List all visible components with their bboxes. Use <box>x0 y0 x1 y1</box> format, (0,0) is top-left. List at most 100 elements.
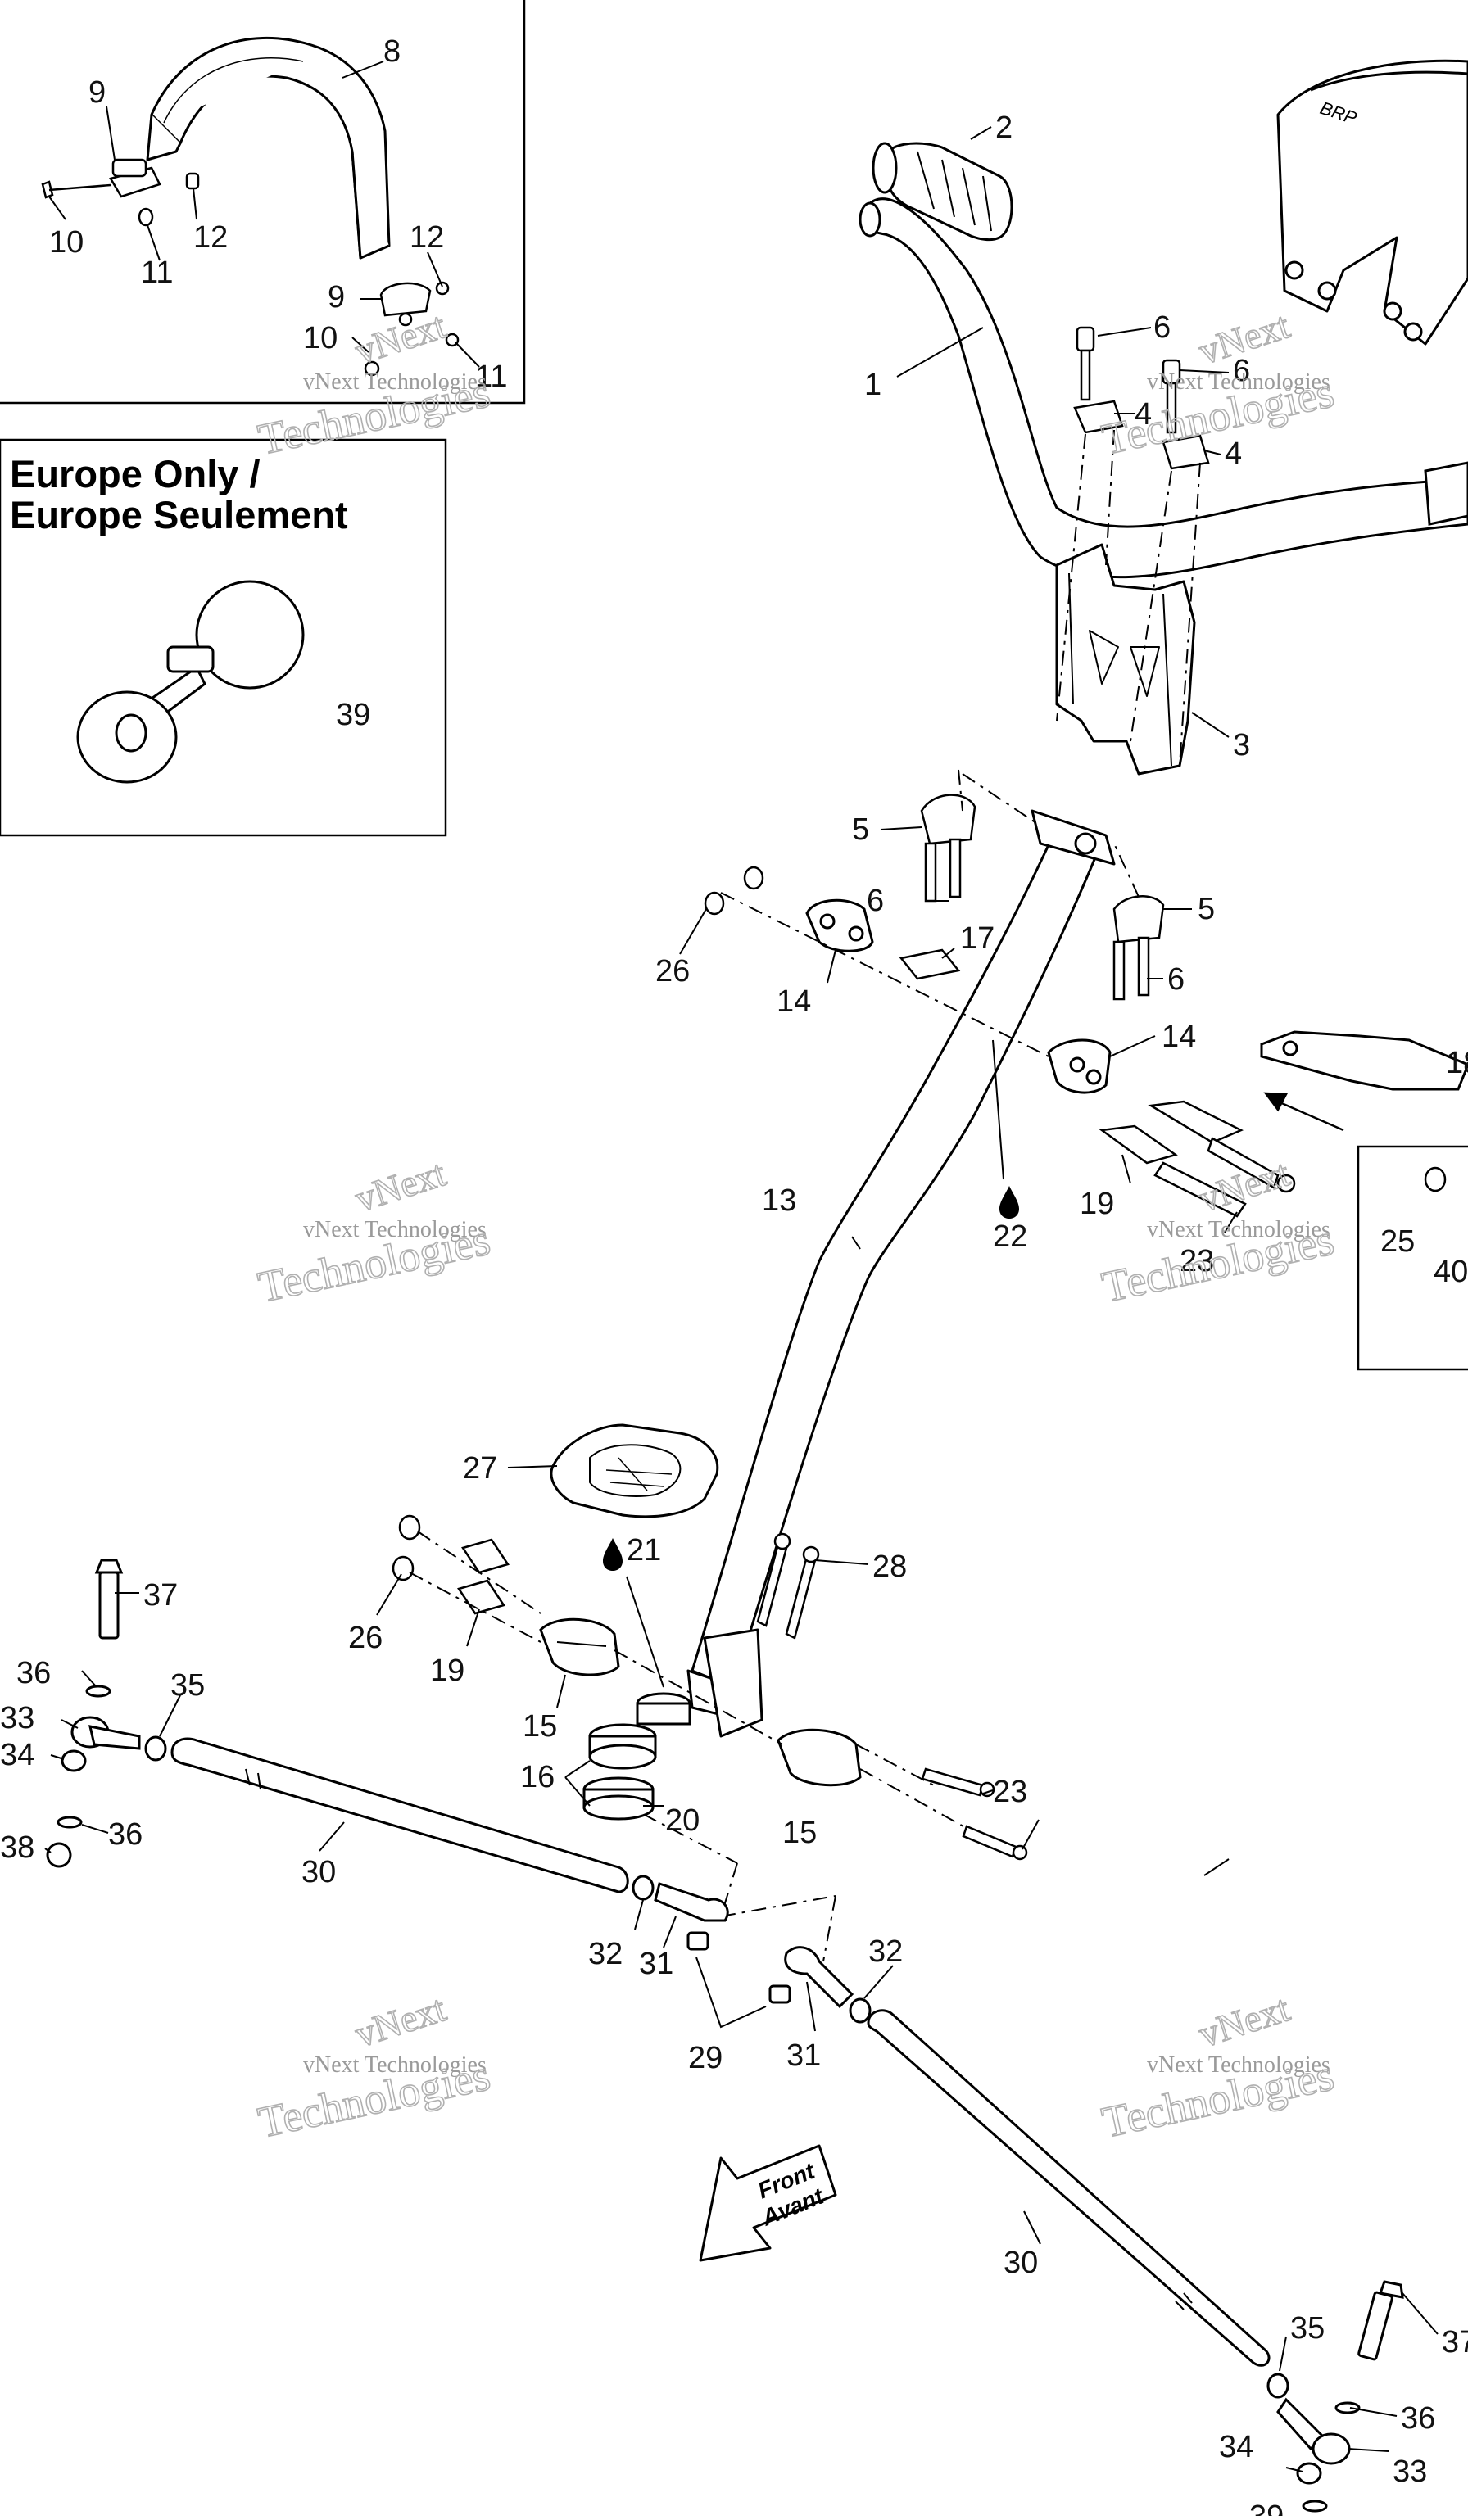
spacers-19-right <box>1099 1100 1247 1218</box>
oil-drop-icon <box>999 1186 1019 1219</box>
svg-text:vNext Technologies: vNext Technologies <box>303 369 487 395</box>
svg-text:vNext Technologies: vNext Technologies <box>303 2052 487 2078</box>
callout-label: 30 <box>301 1855 336 1889</box>
callout-label: 2 <box>995 111 1013 145</box>
grab-handle-part <box>146 36 391 260</box>
callout-label: 5 <box>852 812 869 847</box>
dash-lines-lower <box>409 1531 972 1962</box>
arrow-bracket <box>1263 1092 1344 1132</box>
callout-label: 39 <box>1249 2500 1284 2516</box>
svg-text:vNext: vNext <box>1194 1987 1294 2055</box>
callout-label: 14 <box>777 984 811 1019</box>
washer-11-upper <box>138 207 154 227</box>
watermark-3: vNext vNext Technologies Technologies <box>253 1151 495 1312</box>
callout-label: 32 <box>868 1934 903 1969</box>
riser-block-part <box>1055 543 1196 776</box>
horn-part <box>76 580 305 784</box>
callout-label: 4 <box>1225 437 1242 471</box>
front-arrow: Front Avant <box>699 2144 837 2262</box>
callout-labels: 8 9 10 11 12 12 9 10 11 39 2 1 6 6 4 4 1… <box>0 34 1468 2520</box>
callout-label: 30 <box>1004 2246 1038 2280</box>
callout-label: 35 <box>1290 2311 1325 2346</box>
inset-box-europe <box>0 438 447 837</box>
grip-part <box>872 142 1013 242</box>
callout-label: 15 <box>782 1816 817 1850</box>
tie-rod-end-right-part <box>1266 2280 1404 2513</box>
callout-label: 29 <box>688 2041 723 2075</box>
callout-label: 11 <box>141 256 173 290</box>
callout-label: 18 <box>1446 1046 1468 1080</box>
bracket-38-part <box>1260 1030 1468 1091</box>
steering-column-part <box>686 809 1116 1738</box>
ball-joint-31-left <box>632 1875 729 1951</box>
clamp-upper-part <box>109 158 161 198</box>
callout-label: 3 <box>1233 728 1250 762</box>
bolt-22-part <box>1207 1137 1296 1193</box>
callout-label: 19 <box>430 1654 464 1688</box>
callout-label: 26 <box>348 1621 383 1655</box>
clamp-lower-part <box>379 282 432 327</box>
tie-rod-right-part <box>867 2009 1271 2367</box>
cover-27-part <box>550 1423 719 1518</box>
watermark-2: vNext vNext Technologies Technologies <box>1097 303 1339 464</box>
callout-label: 22 <box>993 1219 1027 1254</box>
bearing-block-15-right <box>777 1728 862 1787</box>
callout-label: 9 <box>328 280 345 314</box>
callout-label: 1 <box>864 368 881 402</box>
callout-label: 31 <box>639 1947 673 1981</box>
callout-label: 36 <box>16 1656 51 1690</box>
watermark-6: vNext vNext Technologies Technologies <box>1097 1986 1339 2147</box>
bolts-28-part <box>756 1532 820 1640</box>
nut-12-upper <box>185 172 200 190</box>
callout-label: 21 <box>627 1533 661 1568</box>
europe-only-title: Europe Only / <box>10 452 261 495</box>
pivot-block-14-left <box>805 898 874 952</box>
callout-label: 8 <box>383 34 401 69</box>
nuts-26-upper <box>704 866 764 916</box>
watermark-4: vNext vNext Technologies Technologies <box>1097 1151 1339 1312</box>
callout-label: 28 <box>872 1550 907 1584</box>
callout-label: 10 <box>49 225 84 260</box>
nuts-26-lower <box>392 1514 421 1581</box>
svg-text:vNext: vNext <box>350 1987 451 2055</box>
svg-text:vNext Technologies: vNext Technologies <box>1147 1217 1330 1242</box>
handlebar-part <box>859 197 1468 579</box>
callout-label: 17 <box>960 921 995 956</box>
tie-rod-left-part <box>170 1737 629 1893</box>
callout-label: 14 <box>1162 1020 1196 1054</box>
callout-label: 31 <box>786 2038 821 2073</box>
inset-box-top-left <box>0 0 526 405</box>
callout-label: 13 <box>762 1183 796 1218</box>
watermark-1: vNext vNext Technologies Technologies <box>253 303 495 464</box>
callout-label: 6 <box>867 884 884 918</box>
callout-label: 12 <box>410 220 444 255</box>
callout-label: 6 <box>1153 310 1171 345</box>
callout-label: 34 <box>0 1738 34 1772</box>
right-inset-nut <box>1424 1166 1447 1192</box>
callout-label: 32 <box>588 1937 623 1971</box>
callout-label: 10 <box>303 321 338 355</box>
callout-label: 33 <box>0 1701 34 1735</box>
lubricant-drop-icons <box>603 1186 1019 1571</box>
callout-label: 34 <box>1219 2430 1253 2464</box>
watermark-5: vNext vNext Technologies Technologies <box>253 1986 495 2147</box>
inset-box-right <box>1357 1145 1468 1371</box>
bushings-17-part <box>582 1723 657 1821</box>
callout-label: 9 <box>88 75 106 110</box>
callout-label: 26 <box>655 954 690 989</box>
callout-label: 40 <box>1434 1255 1468 1289</box>
pivot-block-14-right <box>1047 1038 1112 1094</box>
grip-right-part <box>1424 461 1468 526</box>
callout-label: 5 <box>1198 892 1215 926</box>
callout-label: 19 <box>1080 1187 1114 1221</box>
shim-16-part <box>899 948 961 980</box>
callout-29-leader <box>695 1957 767 2029</box>
dash-lines-upper <box>1056 429 1201 767</box>
callout-label: 15 <box>523 1709 557 1744</box>
europe-seulement-title: Europe Seulement <box>10 493 348 536</box>
callout-label: 35 <box>170 1668 205 1703</box>
bearing-block-15-left <box>539 1617 620 1676</box>
callout-label: 27 <box>463 1451 497 1486</box>
callout-label: 20 <box>665 1803 700 1838</box>
